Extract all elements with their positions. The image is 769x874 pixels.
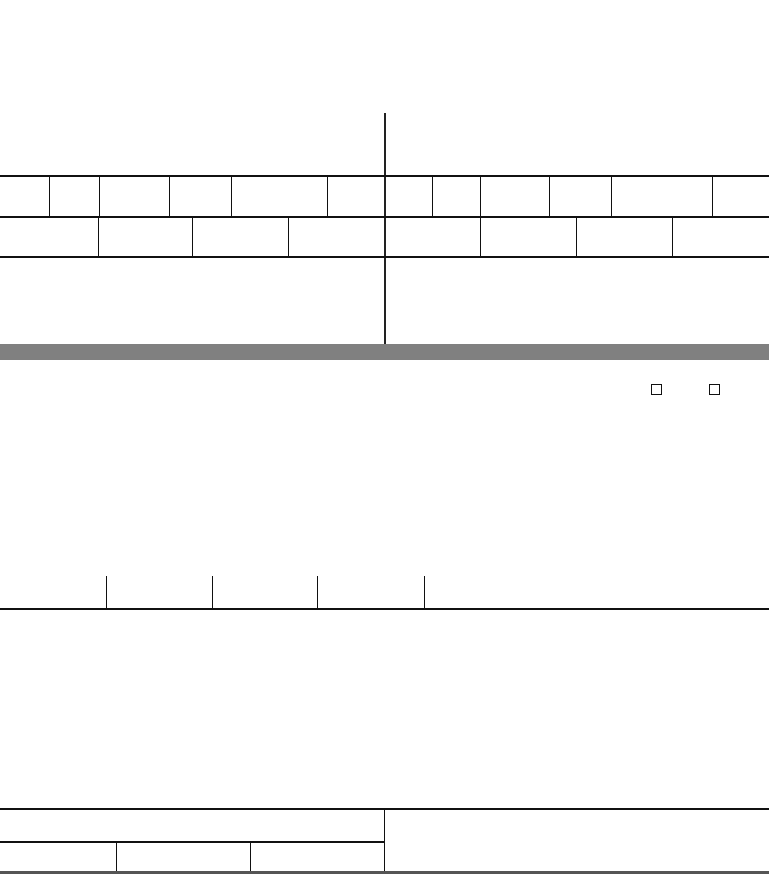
row2-divider [192,217,193,257]
section-bar [0,344,769,360]
row1-divider [432,176,433,217]
row1-divider [480,176,481,217]
row1-divider [712,176,713,217]
row1-field[interactable] [0,177,49,216]
row1-divider [231,176,232,217]
row2-divider [98,217,99,257]
row2-divider [288,217,289,257]
row1-divider [49,176,50,217]
row1-top-rule [0,175,769,177]
checkbox-2[interactable] [709,384,720,395]
checkbox-1[interactable] [651,384,662,395]
mid-divider [106,576,107,609]
bottom-inner-rule [0,841,385,843]
mid-rule [0,608,769,610]
row1-divider [327,176,328,217]
mid-divider [424,576,425,609]
row2-divider [672,217,673,257]
bottom-divider [116,842,117,874]
row1-divider [549,176,550,217]
row2-bottom-rule [0,256,769,258]
bottom-rule [0,871,769,874]
bottom-divider [250,842,251,874]
center-divider [384,113,386,344]
row1-divider [169,176,170,217]
row2-divider [480,217,481,257]
row2-top-rule [0,216,769,218]
row2-divider [576,217,577,257]
row1-divider [611,176,612,217]
mid-divider [212,576,213,609]
row1-divider [99,176,100,217]
mid-divider [317,576,318,609]
